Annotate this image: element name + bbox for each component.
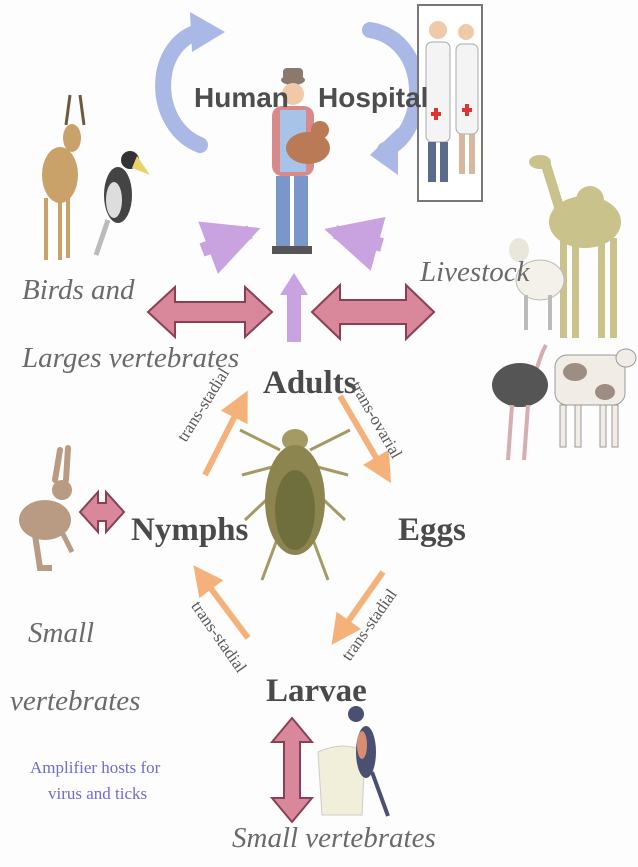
- hare-host-arrow: [80, 492, 124, 532]
- hospital-label: Hospital: [318, 82, 428, 114]
- eggs-label: Eggs: [398, 512, 466, 549]
- birds-host-arrow: [148, 287, 272, 337]
- cow-illustration: [555, 349, 636, 447]
- birds-label-line2: Larges vertebrates: [22, 342, 239, 375]
- camel-illustration: [529, 155, 621, 338]
- livestock-host-arrow: [312, 285, 434, 339]
- gazelle-illustration: [42, 95, 84, 260]
- adults-label: Adults: [263, 365, 357, 402]
- human-label: Human: [194, 82, 289, 114]
- small-vertebrates-host-arrow: [272, 718, 312, 822]
- swallow-with-nest-illustration: [318, 706, 388, 816]
- nymphs-label: Nymphs: [131, 512, 248, 549]
- ostrich-illustration: [492, 345, 548, 460]
- small-vertebrates-label-line2: vertebrates: [10, 685, 140, 718]
- tick-illustration: [240, 429, 350, 580]
- small-vertebrates-label-line1: Small: [28, 617, 94, 650]
- amplifier-note-line1: Amplifier hosts for: [30, 755, 160, 781]
- hare-illustration: [19, 448, 72, 568]
- livestock-label: Livestock: [420, 256, 530, 289]
- birds-label-line1: Birds and: [22, 274, 135, 307]
- small-vertebrates-bottom-label: Small vertebrates: [232, 822, 436, 855]
- amplifier-note-line2: virus and ticks: [48, 781, 147, 807]
- human-loop-arrow: [163, 12, 225, 145]
- hornbill-illustration: [96, 151, 150, 255]
- larvae-label: Larvae: [266, 673, 367, 710]
